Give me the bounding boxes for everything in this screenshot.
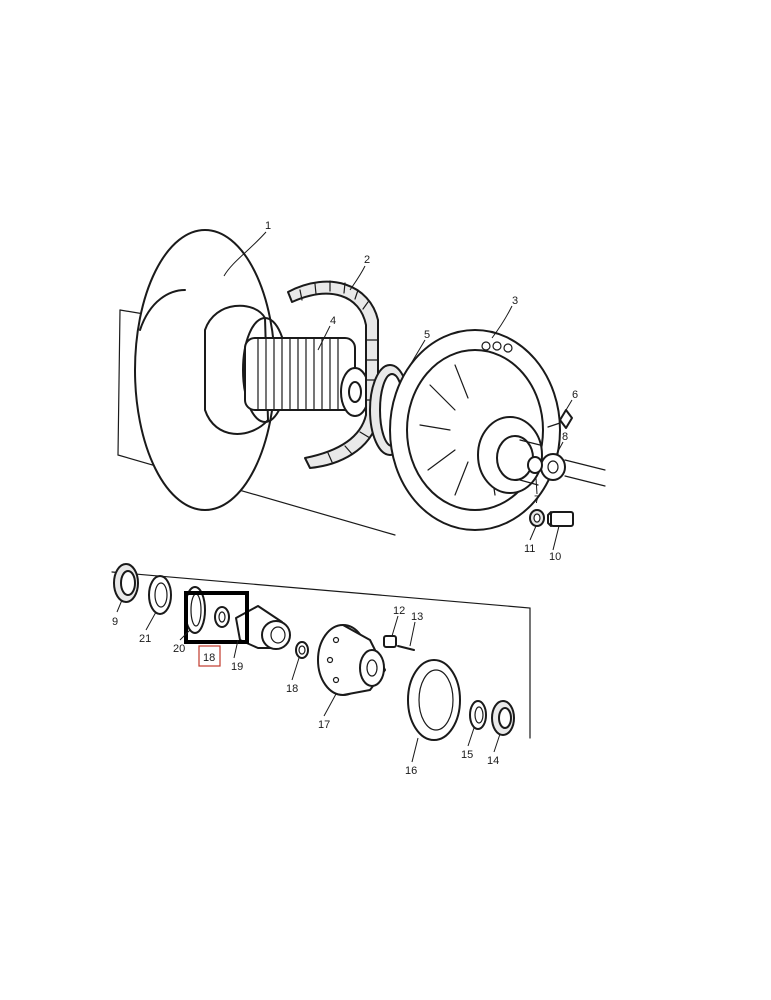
label-10: 10 bbox=[549, 551, 561, 563]
part-14-seal bbox=[491, 700, 515, 736]
label-12: 12 bbox=[393, 605, 405, 617]
label-9: 9 bbox=[112, 616, 118, 628]
callout-labels: 1 2 3 4 5 6 8 7 11 10 9 21 20 19 18 17 1… bbox=[112, 220, 578, 777]
label-13: 13 bbox=[411, 611, 423, 623]
label-21: 21 bbox=[139, 633, 151, 645]
callout-leaders bbox=[116, 231, 573, 763]
part-8-nut bbox=[540, 453, 606, 487]
part-11-washer bbox=[529, 509, 545, 527]
label-5: 5 bbox=[424, 329, 430, 341]
part-18-ring-highlighted bbox=[214, 606, 230, 628]
highlight-box bbox=[184, 591, 249, 644]
label-17: 17 bbox=[318, 719, 330, 731]
label-1: 1 bbox=[265, 220, 271, 232]
part-9-seal bbox=[113, 563, 139, 603]
part-12-bolt bbox=[383, 635, 397, 648]
label-18-snap: 18 bbox=[286, 683, 298, 695]
label-7: 7 bbox=[534, 494, 540, 506]
label-16: 16 bbox=[405, 765, 417, 777]
part-21-race bbox=[148, 575, 172, 615]
label-4: 4 bbox=[330, 315, 336, 327]
part-18-snap-ring bbox=[295, 641, 309, 659]
part-6-bleeder bbox=[547, 409, 573, 429]
part-15-ring bbox=[469, 700, 487, 730]
part-4-spline-hub bbox=[244, 337, 370, 417]
part-2-friction-band bbox=[287, 280, 379, 469]
label-20: 20 bbox=[173, 643, 185, 655]
part-16-disc bbox=[407, 659, 461, 741]
label-11: 11 bbox=[524, 543, 535, 555]
part-20-ring bbox=[184, 586, 206, 634]
part-10-bolt bbox=[547, 511, 574, 527]
part-3-flange-plate bbox=[389, 329, 561, 531]
label-2: 2 bbox=[364, 254, 370, 266]
label-14: 14 bbox=[487, 755, 499, 767]
label-15: 15 bbox=[461, 749, 473, 761]
label-6: 6 bbox=[572, 389, 578, 401]
part-7-studs bbox=[519, 439, 543, 486]
label-8: 8 bbox=[562, 431, 568, 443]
label-18-highlighted: 18 bbox=[203, 652, 215, 664]
highlight-label-box bbox=[198, 645, 221, 667]
part-13-pin bbox=[397, 645, 415, 651]
label-3: 3 bbox=[512, 295, 518, 307]
label-19: 19 bbox=[231, 661, 243, 673]
lower-frame-lines bbox=[111, 571, 531, 739]
part-17-hub bbox=[317, 624, 386, 696]
